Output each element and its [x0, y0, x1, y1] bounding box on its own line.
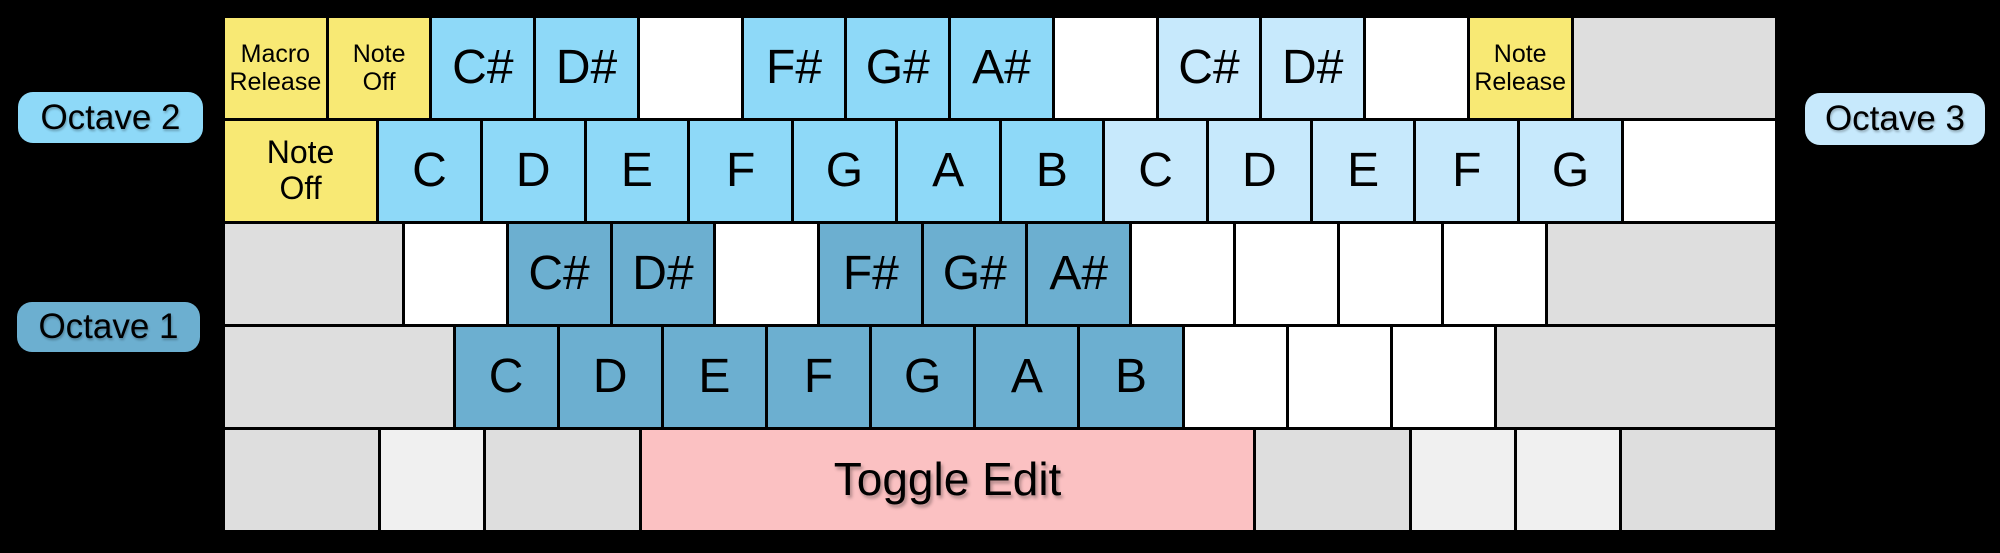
key-a-oct1: A: [976, 327, 1078, 427]
key-d-oct1: D: [559, 327, 661, 427]
key-enter: [1547, 224, 1776, 324]
key-blank: [1054, 18, 1156, 118]
bottom-row: Toggle Edit: [225, 430, 1776, 530]
key-blank: [1184, 327, 1286, 427]
key-right-win: [1412, 430, 1515, 530]
key-f-sharp-oct1: F#: [820, 224, 922, 324]
key-blank: [1366, 18, 1467, 118]
key-a-sharp-oct2: A#: [951, 18, 1052, 118]
key-left-alt: [485, 430, 639, 530]
home-row: C#D# F#G#A#: [225, 224, 1776, 324]
key-blank: [1623, 121, 1775, 221]
key-note-off: Note Off: [328, 18, 430, 118]
key-c-sharp-oct2: C#: [432, 18, 534, 118]
key-f-oct1: F: [767, 327, 870, 427]
key-right-ctrl: [1622, 430, 1776, 530]
key-a-sharp-oct1: A#: [1028, 224, 1130, 324]
key-left-win: [380, 430, 483, 530]
key-c-oct3: C: [1105, 121, 1206, 221]
key-f-oct3: F: [1416, 121, 1518, 221]
octave-1-label: Octave 1: [17, 302, 200, 352]
key-d-sharp-oct1: D#: [612, 224, 714, 324]
key-blank: [639, 18, 741, 118]
key-left-ctrl: [225, 430, 378, 530]
key-tab-note-off: Note Off: [225, 121, 377, 221]
key-blank: [1340, 224, 1442, 324]
key-blank: [1132, 224, 1234, 324]
key-menu: [1517, 430, 1620, 530]
key-c-oct1: C: [455, 327, 557, 427]
octave-2-label: Octave 2: [18, 92, 203, 143]
key-caps-lock: [225, 224, 402, 324]
key-g-sharp-oct1: G#: [924, 224, 1026, 324]
key-f-sharp-oct2: F#: [743, 18, 845, 118]
key-g-oct1: G: [872, 327, 974, 427]
key-blank: [1288, 327, 1390, 427]
key-c-sharp-oct1: C#: [508, 224, 610, 324]
key-blank: [404, 224, 506, 324]
key-blank: [1236, 224, 1338, 324]
key-e-oct3: E: [1312, 121, 1414, 221]
key-backspace: [1573, 18, 1776, 118]
key-a-oct2: A: [897, 121, 999, 221]
key-d-oct2: D: [482, 121, 584, 221]
key-note-release: Note Release: [1469, 18, 1571, 118]
key-d-oct3: D: [1208, 121, 1310, 221]
key-blank: [1392, 327, 1494, 427]
key-blank: [1444, 224, 1545, 324]
key-d-sharp-oct3: D#: [1262, 18, 1364, 118]
key-c-sharp-oct3: C#: [1158, 18, 1260, 118]
key-e-oct2: E: [586, 121, 688, 221]
key-d-sharp-oct2: D#: [536, 18, 637, 118]
key-e-oct1: E: [663, 327, 765, 427]
key-g-sharp-oct2: G#: [847, 18, 949, 118]
key-right-alt: [1256, 430, 1410, 530]
key-f-oct2: F: [690, 121, 792, 221]
key-g-oct3: G: [1520, 121, 1621, 221]
key-b-oct1: B: [1080, 327, 1182, 427]
key-right-shift: [1496, 327, 1776, 427]
key-c-oct2: C: [379, 121, 480, 221]
key-macro-release: Macro Release: [225, 18, 326, 118]
key-blank: [716, 224, 818, 324]
key-left-shift: [225, 327, 453, 427]
key-g-oct2: G: [794, 121, 895, 221]
key-b-oct2: B: [1001, 121, 1103, 221]
octave-3-label: Octave 3: [1805, 93, 1985, 145]
key-space-toggle-edit: Toggle Edit: [641, 430, 1254, 530]
